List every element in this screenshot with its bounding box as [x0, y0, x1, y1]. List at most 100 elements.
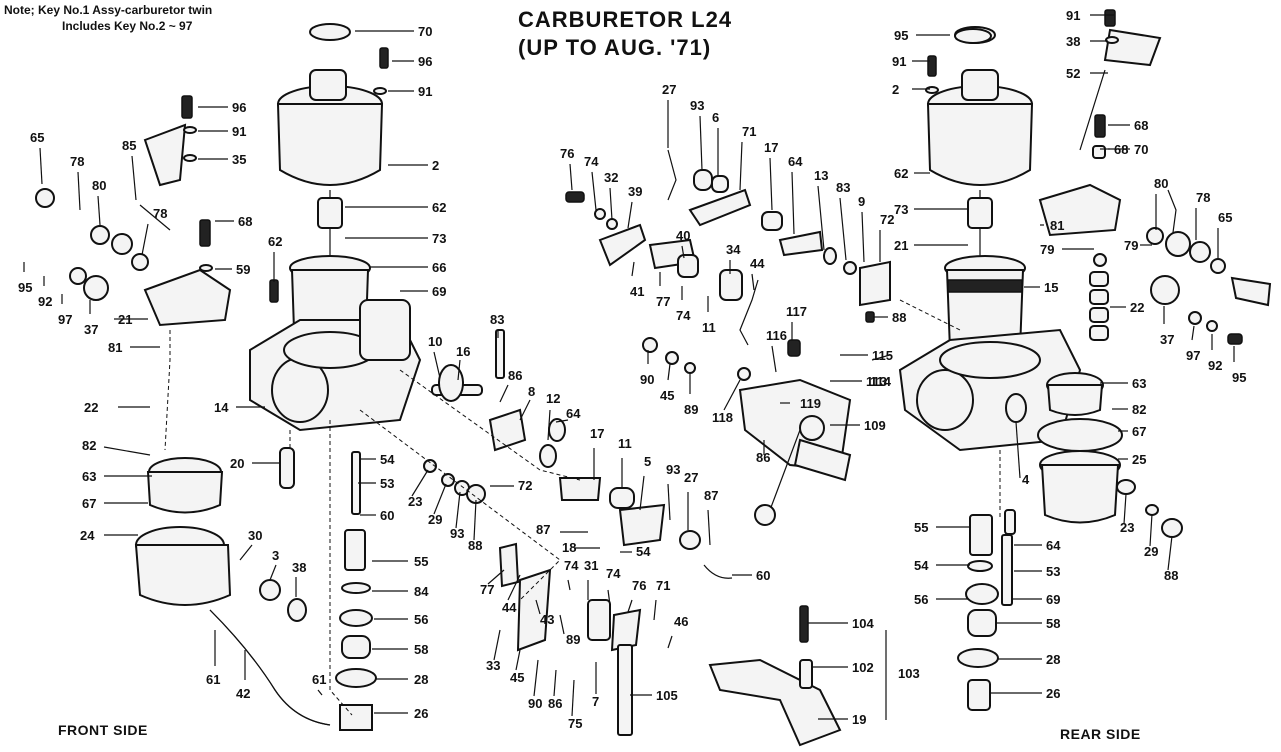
part-key-number: 32 — [604, 170, 618, 185]
part-key-number: 74 — [564, 558, 579, 573]
part-key-number: 41 — [630, 284, 644, 299]
part-key-number: 96 — [232, 100, 246, 115]
part-key-number: 55 — [914, 520, 928, 535]
part-key-number: 62 — [432, 200, 446, 215]
part-key-number: 20 — [230, 456, 244, 471]
part-key-number: 77 — [480, 582, 494, 597]
part-key-number: 90 — [640, 372, 654, 387]
part-key-number: 96 — [418, 54, 432, 69]
callout-leader — [411, 469, 429, 497]
part-key-number: 78 — [153, 206, 167, 221]
part-key-number: 83 — [836, 180, 850, 195]
callout-leader — [653, 599, 657, 621]
part-key-number: 18 — [562, 540, 576, 555]
callout-leader — [141, 223, 149, 256]
part-key-number: 89 — [684, 402, 698, 417]
title-line-2: (UP TO AUG. '71) — [518, 35, 712, 60]
part-key-number: 10 — [428, 334, 442, 349]
part-key-number: 86 — [756, 450, 770, 465]
part-key-number: 60 — [380, 508, 394, 523]
part-key-number: 56 — [414, 612, 428, 627]
part-key-number: 67 — [82, 496, 96, 511]
callout-leader — [739, 141, 743, 191]
part-key-number: 74 — [606, 566, 621, 581]
part-key-number: 88 — [892, 310, 906, 325]
part-key-number: 116 — [766, 328, 787, 343]
part-key-number: 70 — [418, 24, 432, 39]
part-key-number: 17 — [590, 426, 604, 441]
callout-leader — [627, 599, 633, 613]
callout-leader — [751, 273, 755, 291]
part-key-number: 39 — [628, 184, 642, 199]
part-key-number: 13 — [814, 168, 828, 183]
callout-leader — [77, 171, 81, 211]
part-key-number: 95 — [894, 28, 908, 43]
part-key-number: 88 — [1164, 568, 1178, 583]
part-key-number: 70 — [1134, 142, 1148, 157]
part-key-number: 65 — [1218, 210, 1232, 225]
callout-leader — [607, 589, 611, 606]
part-key-number: 74 — [584, 154, 599, 169]
part-key-number: 73 — [894, 202, 908, 217]
callout-leader — [553, 669, 557, 697]
part-key-number: 43 — [540, 612, 554, 627]
callout-leader — [493, 629, 501, 661]
note-line-1: Note; Key No.1 Assy-carburetor twin — [4, 3, 213, 17]
part-key-number: 5 — [644, 454, 651, 469]
assembly-guide-lines — [164, 299, 1001, 716]
part-key-number: 45 — [510, 670, 524, 685]
part-key-number: 68 — [1114, 142, 1128, 157]
part-key-number: 92 — [38, 294, 52, 309]
part-key-number: 46 — [674, 614, 688, 629]
callout-leader — [39, 147, 43, 185]
callout-leader — [535, 599, 541, 615]
part-key-number: 77 — [656, 294, 670, 309]
callout-leader — [1015, 421, 1021, 479]
part-key-number: 72 — [518, 478, 532, 493]
callout-leader — [487, 569, 505, 585]
callout-leader — [457, 359, 461, 381]
callout-leader — [533, 659, 539, 697]
part-key-number: 82 — [1132, 402, 1146, 417]
part-key-number: 55 — [414, 554, 428, 569]
part-key-number: 84 — [414, 584, 429, 599]
note-line-2: Includes Key No.2 ~ 97 — [62, 19, 193, 33]
assembly-note: Note; Key No.1 Assy-carburetor twin Incl… — [4, 2, 212, 34]
part-key-number: 91 — [418, 84, 432, 99]
part-key-number: 31 — [584, 558, 598, 573]
part-key-number: 64 — [1046, 538, 1061, 553]
callout-leader — [639, 475, 645, 511]
callout-leader — [97, 195, 101, 226]
callout-leader — [667, 363, 671, 381]
part-key-number: 28 — [414, 672, 428, 687]
part-key-number: 38 — [1066, 34, 1080, 49]
callout-leader — [631, 261, 635, 277]
part-key-number: 88 — [468, 538, 482, 553]
part-key-number: 60 — [756, 568, 770, 583]
callout-leader — [317, 689, 323, 696]
part-key-number: 92 — [1208, 358, 1222, 373]
part-key-number: 58 — [414, 642, 428, 657]
part-key-number: 78 — [1196, 190, 1210, 205]
callout-leader — [567, 579, 571, 591]
part-key-number: 87 — [704, 488, 718, 503]
part-key-number: 16 — [456, 344, 470, 359]
part-key-number: 6 — [712, 110, 719, 125]
part-key-number: 95 — [1232, 370, 1246, 385]
callout-leader — [771, 345, 777, 373]
part-key-number: 58 — [1046, 616, 1060, 631]
part-key-number: 12 — [546, 391, 560, 406]
callout-leader — [1191, 325, 1195, 341]
part-key-number: 38 — [292, 560, 306, 575]
callout-leader — [515, 649, 521, 671]
part-key-number: 19 — [852, 712, 866, 727]
callout-leader — [699, 115, 703, 171]
part-key-number: 80 — [92, 178, 106, 193]
part-key-number: 114 — [870, 374, 892, 389]
part-key-number: 23 — [408, 494, 422, 509]
part-key-number: 79 — [1124, 238, 1138, 253]
part-key-number: 61 — [206, 672, 220, 687]
callout-leader — [609, 187, 613, 221]
part-key-number: 90 — [528, 696, 542, 711]
